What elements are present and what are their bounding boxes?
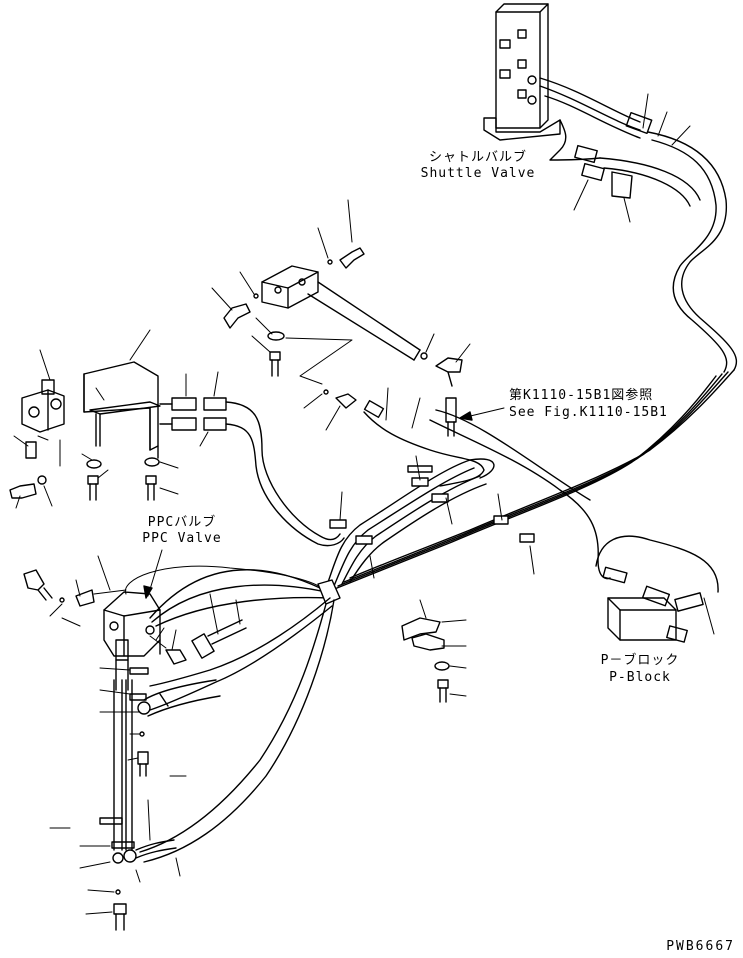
left-fittings-hoses bbox=[159, 371, 345, 547]
pilot-block-part bbox=[211, 199, 471, 437]
shuttle-valve-label-en: Shuttle Valve bbox=[420, 166, 536, 181]
hose-to-pilot bbox=[363, 387, 485, 487]
ppc-valve-part bbox=[23, 555, 341, 863]
p-block-part bbox=[607, 585, 715, 643]
reference-figure-label-en: See Fig.K1110-15B1 bbox=[509, 405, 668, 420]
shuttle-valve-part bbox=[483, 3, 561, 141]
main-pipe-bundle bbox=[331, 369, 735, 591]
p-block-line bbox=[429, 409, 719, 593]
drawing-code: PWB6667 bbox=[666, 939, 735, 954]
p-block-label-jp: P－ブロック bbox=[600, 653, 680, 668]
shuttle-valve-label-jp: シャトルバルブ bbox=[428, 150, 527, 165]
reference-figure-label-jp: 第K1110-15B1図参照 bbox=[509, 388, 654, 403]
ppc-pointer-arrow bbox=[143, 549, 163, 599]
shuttle-valve-lines bbox=[539, 77, 738, 373]
ppc-valve-label-en: PPC Valve bbox=[142, 531, 222, 546]
reference-arrow bbox=[459, 407, 505, 421]
ppc-valve-label-jp: PPCバルブ bbox=[147, 515, 217, 530]
p-block-label-en: P-Block bbox=[609, 670, 671, 685]
left-bracket-part bbox=[9, 329, 179, 509]
ppc-linkage bbox=[49, 667, 221, 931]
clamp-parts bbox=[401, 599, 467, 703]
upper-pipe-bundle bbox=[325, 455, 495, 589]
